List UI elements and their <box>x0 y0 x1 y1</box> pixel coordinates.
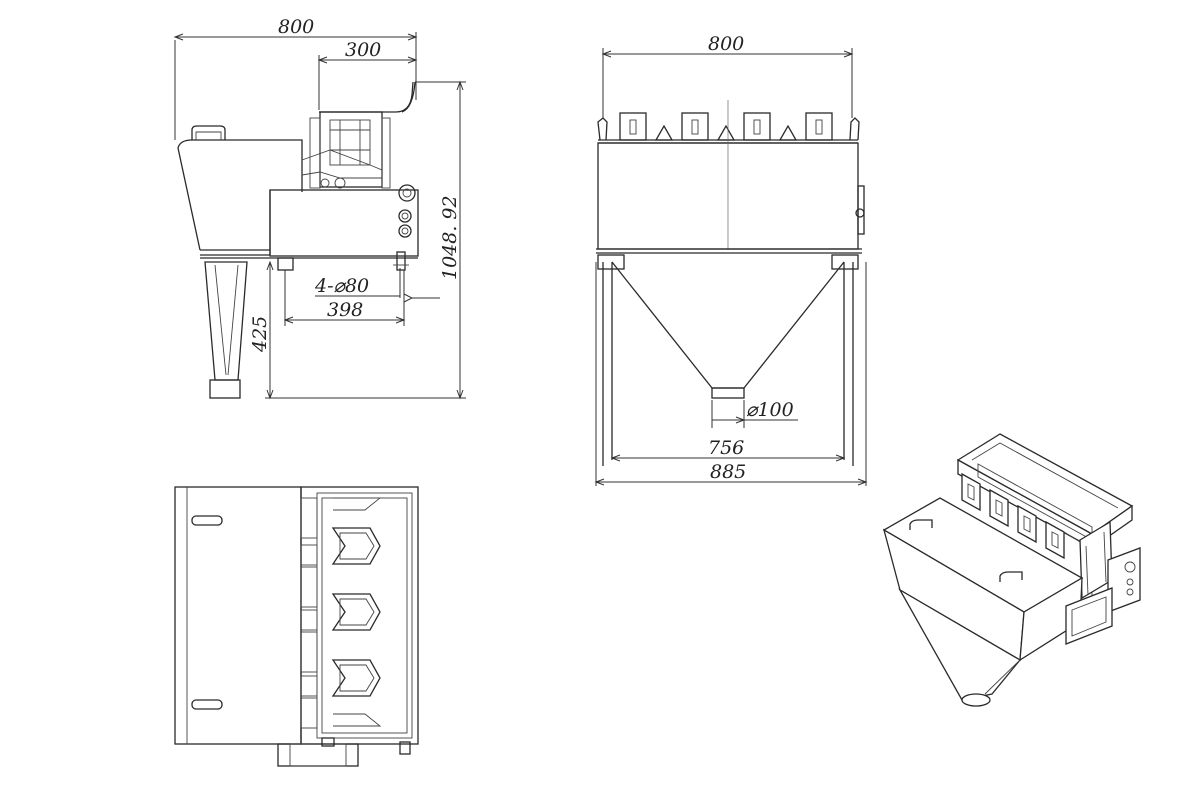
dim-side-feet-span-label: 398 <box>327 299 363 321</box>
dim-side-feet-span: 398 <box>283 270 406 326</box>
dim-side-width-label: 800 <box>278 16 314 38</box>
dim-side-width: 800 <box>173 16 418 140</box>
dim-front-outlet: ⌀100 <box>711 399 798 428</box>
dim-front-top-width-label: 800 <box>708 33 744 55</box>
dim-side-feet: 4-⌀80 <box>314 268 440 303</box>
dim-side-feet-label: 4-⌀80 <box>314 275 369 297</box>
dim-front-overall: 885 <box>594 262 868 486</box>
side-view-body <box>177 81 419 399</box>
iso-vibrators <box>961 472 1093 600</box>
iso-view <box>882 433 1141 707</box>
dim-front-frame: 756 <box>610 437 846 462</box>
top-view <box>174 486 419 767</box>
dim-side-outlet: 425 <box>249 260 274 400</box>
dim-front-frame-label: 756 <box>708 437 744 459</box>
dim-side-hopper: 300 <box>317 39 418 110</box>
dim-front-overall-label: 885 <box>710 461 746 483</box>
dim-front-top-width: 800 <box>601 33 854 118</box>
dim-side-height: 1048. 92 <box>265 80 466 400</box>
dim-front-outlet-label: ⌀100 <box>746 399 794 421</box>
side-view: 800 300 1048. 92 <box>173 16 466 400</box>
dim-side-outlet-label: 425 <box>249 316 271 353</box>
dim-side-height-label: 1048. 92 <box>439 195 461 280</box>
front-view-body <box>596 100 865 466</box>
dim-side-hopper-label: 300 <box>345 39 381 61</box>
front-view: 800 <box>594 33 868 486</box>
